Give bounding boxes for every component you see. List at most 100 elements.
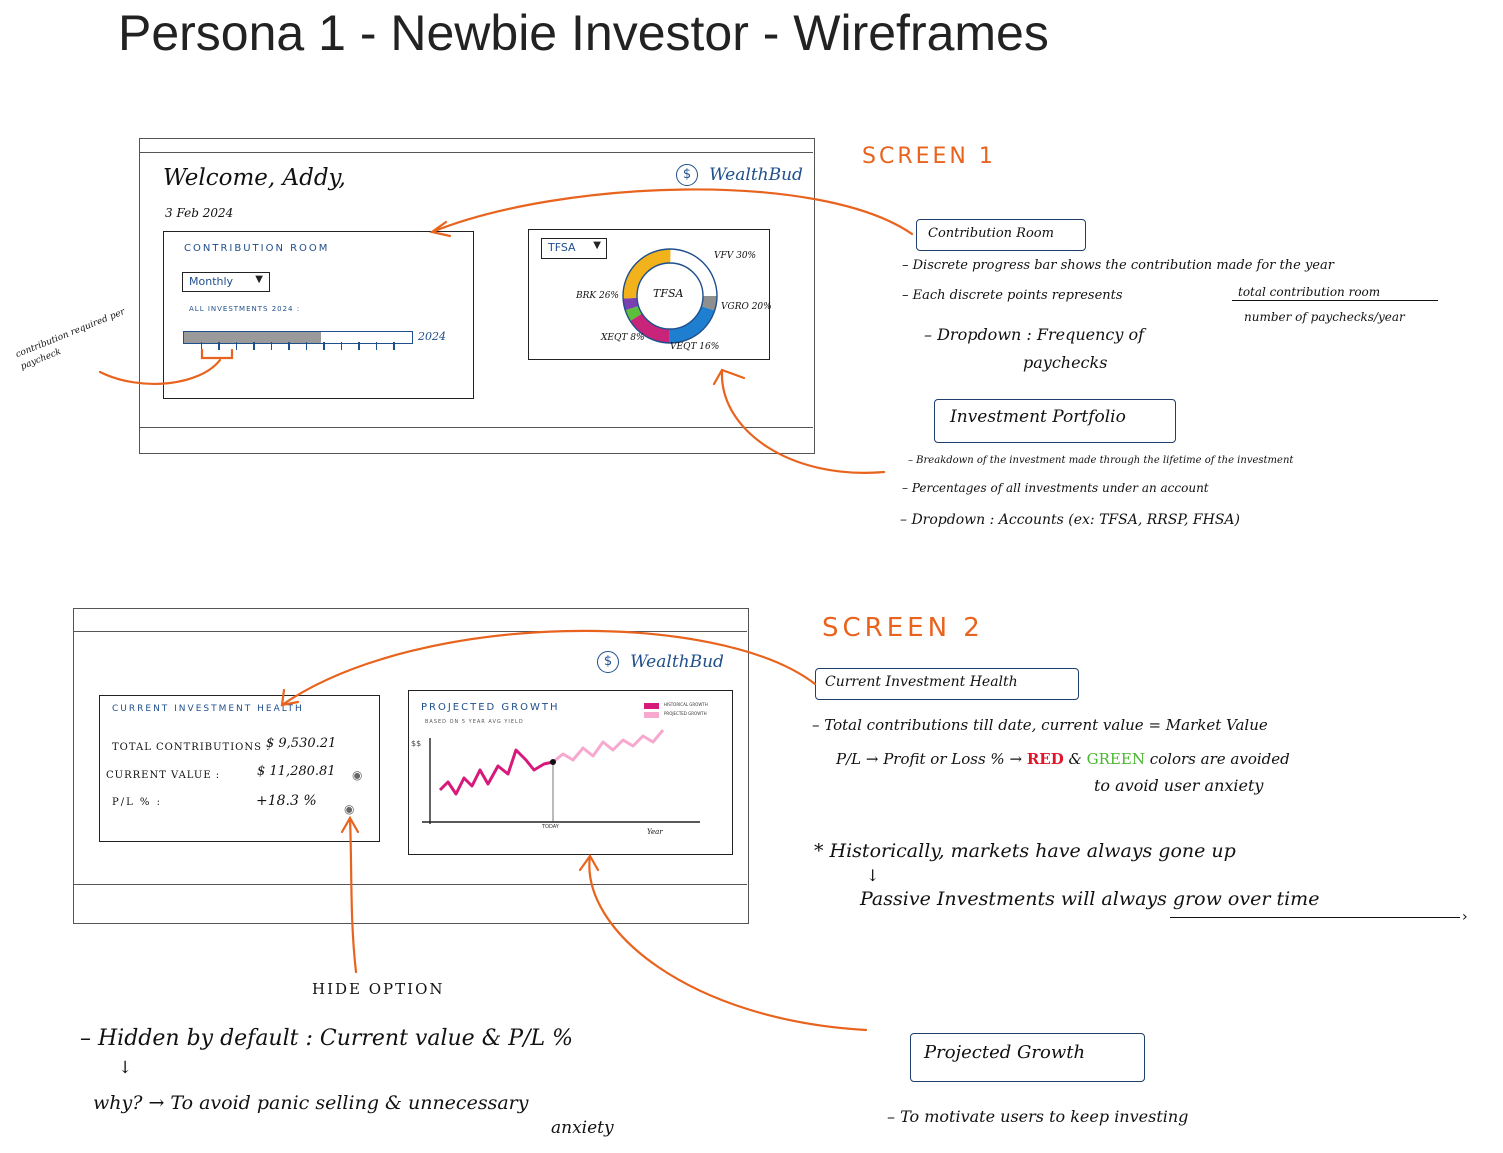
account-dropdown[interactable]: TFSA ▼ bbox=[541, 238, 607, 259]
label-vgro: VGRO 20% bbox=[721, 302, 772, 312]
pl-value: +18.3 % bbox=[256, 793, 317, 809]
green-word: GREEN bbox=[1086, 750, 1145, 768]
donut-outline-inner bbox=[636, 262, 704, 330]
contribution-progress-bar bbox=[183, 331, 413, 344]
health-note-box bbox=[815, 668, 1079, 700]
hidden-line-2: why? → To avoid panic selling & unnecess… bbox=[93, 1092, 529, 1114]
contribution-room-note-box bbox=[916, 219, 1086, 251]
health-line-2: P/L → Profit or Loss % → RED & GREEN col… bbox=[836, 750, 1290, 768]
red-word: RED bbox=[1026, 750, 1064, 768]
donut-segment-brk bbox=[623, 249, 717, 343]
donut-segment-vfv bbox=[623, 249, 717, 343]
hidden-line-3: anxiety bbox=[551, 1118, 614, 1138]
paycheck-side-note: contribution required per paycheck bbox=[14, 307, 127, 373]
portfolio-donut-chart bbox=[622, 248, 718, 344]
growth-note-line: – To motivate users to keep investing bbox=[887, 1107, 1189, 1126]
label-brk: BRK 26% bbox=[576, 291, 619, 301]
legend-projected-label: PROJECTED GROWTH bbox=[664, 711, 707, 716]
fraction-top: total contribution room bbox=[1238, 285, 1381, 299]
progress-tick bbox=[305, 342, 308, 350]
contribution-room-title: CONTRIBUTION ROOM bbox=[184, 243, 330, 254]
contribution-room-card bbox=[163, 231, 474, 399]
eye-icon[interactable]: ◉ bbox=[352, 768, 363, 782]
ampersand: & bbox=[1068, 750, 1082, 768]
progress-ticks bbox=[183, 342, 411, 350]
screen2-bottom-bar bbox=[73, 884, 747, 885]
current-value-value: $ 11,280.81 bbox=[257, 764, 336, 779]
contribution-bullet-4: paychecks bbox=[1023, 353, 1108, 372]
contribution-room-note-title: Contribution Room bbox=[928, 226, 1054, 241]
portfolio-bullet-1: – Breakdown of the investment made throu… bbox=[908, 455, 1294, 466]
all-investments-caption: ALL INVESTMENTS 2024 : bbox=[189, 305, 301, 313]
screen1-bottom-bar bbox=[139, 427, 813, 428]
portfolio-note-title: Investment Portfolio bbox=[950, 407, 1126, 427]
brand-logo-2: $ WealthBud bbox=[597, 651, 724, 673]
screen2-label: SCREEN 2 bbox=[822, 613, 984, 643]
progress-year-label: 2024 bbox=[418, 330, 446, 343]
page-title: Persona 1 - Newbie Investor - Wireframes bbox=[118, 5, 1049, 61]
dollar-icon: $ bbox=[676, 164, 698, 186]
health-note-title: Current Investment Health bbox=[825, 674, 1018, 690]
progress-tick bbox=[218, 342, 220, 350]
health-line-3: to avoid user anxiety bbox=[1094, 776, 1264, 795]
investment-health-card bbox=[99, 695, 380, 842]
contribution-bullet-3: – Dropdown : Frequency of bbox=[924, 325, 1145, 344]
caret-down-icon: ▼ bbox=[593, 240, 601, 251]
current-value-label: CURRENT VALUE : bbox=[106, 770, 221, 781]
growth-note-title: Projected Growth bbox=[924, 1042, 1086, 1063]
donut-segment-vgro bbox=[623, 249, 717, 343]
health-line-2-post: colors are avoided bbox=[1149, 750, 1290, 768]
progress-tick bbox=[393, 342, 395, 350]
projected-growth-title: PROJECTED GROWTH bbox=[421, 702, 560, 713]
donut-center-label: TFSA bbox=[653, 287, 684, 300]
health-line-2-pre: P/L → Profit or Loss % → bbox=[836, 750, 1023, 768]
hide-option-label: HIDE OPTION bbox=[312, 980, 445, 998]
legend-projected-swatch bbox=[644, 712, 659, 718]
dollar-icon: $ bbox=[597, 651, 619, 673]
brand-name: WealthBud bbox=[709, 165, 803, 185]
brand-name: WealthBud bbox=[630, 652, 724, 672]
projected-growth-plot bbox=[422, 729, 700, 824]
label-veqt: VEQT 16% bbox=[670, 342, 720, 352]
account-dropdown-value: TFSA bbox=[548, 241, 576, 254]
fraction-bar bbox=[1232, 300, 1438, 301]
hidden-line-1: – Hidden by default : Current value & P/… bbox=[80, 1026, 573, 1051]
projected-growth-line bbox=[552, 729, 665, 764]
progress-tick bbox=[270, 342, 273, 350]
screen1-label: SCREEN 1 bbox=[862, 144, 996, 169]
donut-outline-outer bbox=[622, 248, 718, 344]
label-xeqt: XEQT 8% bbox=[601, 333, 645, 343]
eye-icon[interactable]: ◉ bbox=[344, 802, 355, 816]
portfolio-note-box bbox=[934, 399, 1176, 443]
year-label: Year bbox=[647, 828, 663, 836]
frequency-dropdown-value: Monthly bbox=[189, 275, 234, 288]
label-vfv: VFV 30% bbox=[714, 251, 757, 261]
caret-down-icon: ▼ bbox=[255, 274, 263, 285]
progress-tick bbox=[323, 342, 325, 350]
today-label: TODAY bbox=[542, 824, 559, 830]
health-line-1: – Total contributions till date, current… bbox=[812, 716, 1268, 734]
today-point bbox=[550, 759, 556, 765]
total-contributions-label: TOTAL CONTRIBUTIONS : bbox=[112, 742, 271, 753]
contribution-bullet-1: – Discrete progress bar shows the contri… bbox=[902, 258, 1334, 273]
contribution-progress-fill bbox=[184, 332, 321, 343]
projected-growth-subtitle: BASED ON 5 YEAR AVG YIELD bbox=[425, 719, 524, 725]
contribution-bullet-2: – Each discrete points represents bbox=[902, 288, 1123, 303]
progress-tick bbox=[235, 342, 238, 350]
y-axis-label: $$ bbox=[411, 739, 422, 748]
investment-health-title: CURRENT INVESTMENT HEALTH bbox=[112, 704, 304, 714]
screen2-top-bar bbox=[73, 631, 747, 632]
pl-label: P/L % : bbox=[112, 797, 162, 808]
portfolio-bullet-3: – Dropdown : Accounts (ex: TFSA, RRSP, F… bbox=[900, 512, 1240, 528]
underline-arrowhead: › bbox=[1462, 909, 1468, 925]
star-line-1: * Historically, markets have always gone… bbox=[814, 840, 1236, 862]
frequency-dropdown[interactable]: Monthly ▼ bbox=[182, 272, 270, 292]
total-contributions-value: $ 9,530.21 bbox=[266, 736, 337, 751]
star-line-2: Passive Investments will always grow ove… bbox=[860, 888, 1320, 910]
progress-tick bbox=[340, 342, 343, 350]
growth-note-box bbox=[910, 1033, 1145, 1082]
progress-tick bbox=[358, 342, 360, 350]
progress-tick bbox=[200, 342, 203, 350]
progress-tick bbox=[288, 342, 290, 350]
fraction-bottom: number of paychecks/year bbox=[1244, 310, 1405, 324]
